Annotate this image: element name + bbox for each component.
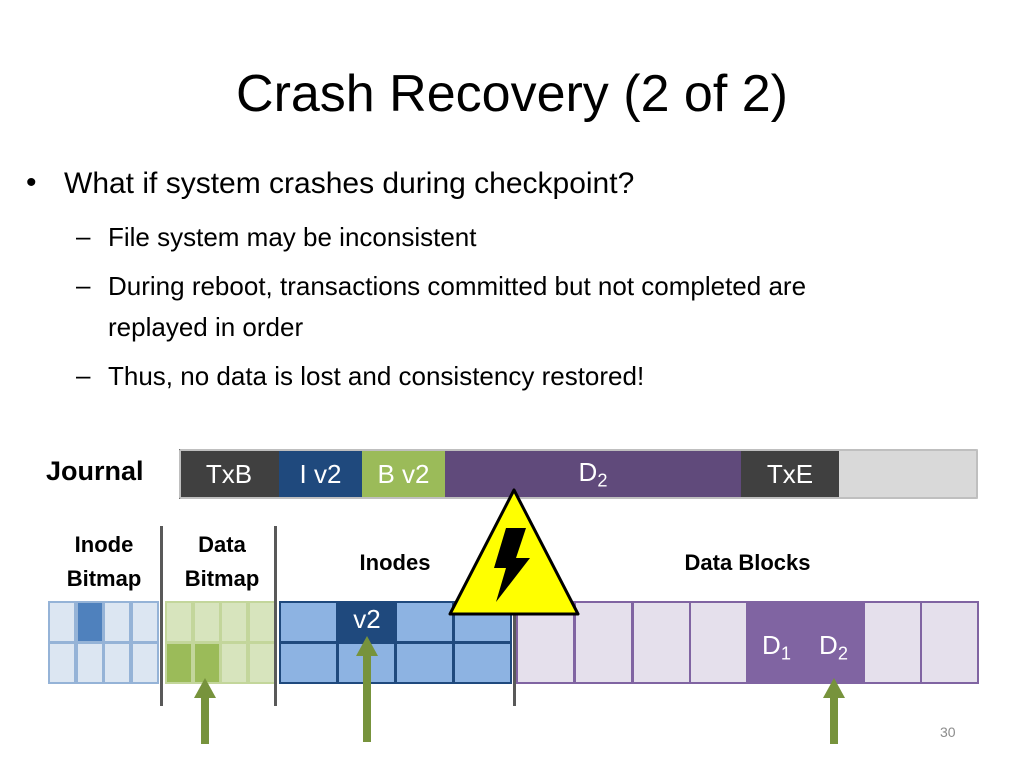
data-block-d1-label: D1 [762, 630, 791, 664]
data-blocks-header: Data Blocks [684, 550, 811, 575]
inode-bitmap-bit [75, 601, 104, 643]
inode-bitmap-bit [75, 642, 104, 684]
data-bitmap-bit [165, 642, 193, 684]
data-block [804, 601, 864, 684]
sub-bullet-2b: replayed in order [108, 312, 304, 342]
high-voltage-warning-icon [448, 488, 580, 616]
data-bitmap-bit [192, 601, 221, 643]
up-arrow-icon [356, 636, 378, 742]
data-bitmap-bit [165, 601, 193, 643]
region-divider [274, 526, 277, 706]
inode-bitmap-bit [103, 601, 131, 643]
inode-block [279, 642, 338, 684]
sub-bullet-2a: During reboot, transactions committed bu… [108, 271, 807, 301]
data-bitmap-bit [247, 642, 276, 684]
data-block [689, 601, 749, 684]
journal-block-label: TxE [766, 458, 814, 489]
inode-block [395, 642, 454, 684]
dash-marker: – [76, 360, 91, 390]
data-block [862, 601, 922, 684]
inode-bitmap-bit [130, 642, 159, 684]
journal-block-label: I v2 [299, 458, 342, 489]
page-number: 30 [940, 724, 956, 740]
journal-block-txe: TxE [741, 449, 839, 499]
data-block [631, 601, 691, 684]
inodes-header: Inodes [359, 550, 431, 575]
data-bitmap-bit [220, 601, 248, 643]
inode-block [453, 642, 512, 684]
data-block-d2-label: D2 [819, 630, 848, 664]
journal-block-label: TxB [205, 458, 253, 489]
sub-bullet-3: Thus, no data is lost and consistency re… [108, 361, 645, 391]
data-block [920, 601, 980, 684]
data-bitmap-bit [247, 601, 276, 643]
bullet-main: What if system crashes during checkpoint… [64, 167, 635, 200]
inode-bitmap-bit [130, 601, 159, 643]
dash-marker: – [76, 270, 91, 300]
journal-block-txb: TxB [179, 449, 279, 499]
inode-block [279, 601, 338, 643]
bullet-dot: • [26, 166, 37, 199]
region-divider [160, 526, 163, 706]
journal-block-label: D2 [578, 456, 608, 491]
slide-title: Crash Recovery (2 of 2) [236, 65, 788, 123]
journal-block-label: B v2 [377, 458, 430, 489]
journal-block-inode: I v2 [279, 449, 362, 499]
inode-bitmap-bit [48, 642, 76, 684]
inode-bitmap-bit [48, 601, 76, 643]
journal-block-data: D2 [445, 449, 741, 499]
journal-label: Journal [46, 456, 144, 486]
up-arrow-icon [194, 678, 216, 744]
inode-v2-label: v2 [353, 604, 381, 634]
region-divider [513, 600, 516, 706]
data-bitmap-bit [220, 642, 248, 684]
journal-block-bitmap: B v2 [362, 449, 445, 499]
sub-bullet-1: File system may be inconsistent [108, 222, 477, 252]
journal-block-free [839, 449, 978, 499]
inode-bitmap-bit [103, 642, 131, 684]
up-arrow-icon [823, 678, 845, 744]
dash-marker: – [76, 221, 91, 251]
journal-outline [179, 449, 978, 499]
